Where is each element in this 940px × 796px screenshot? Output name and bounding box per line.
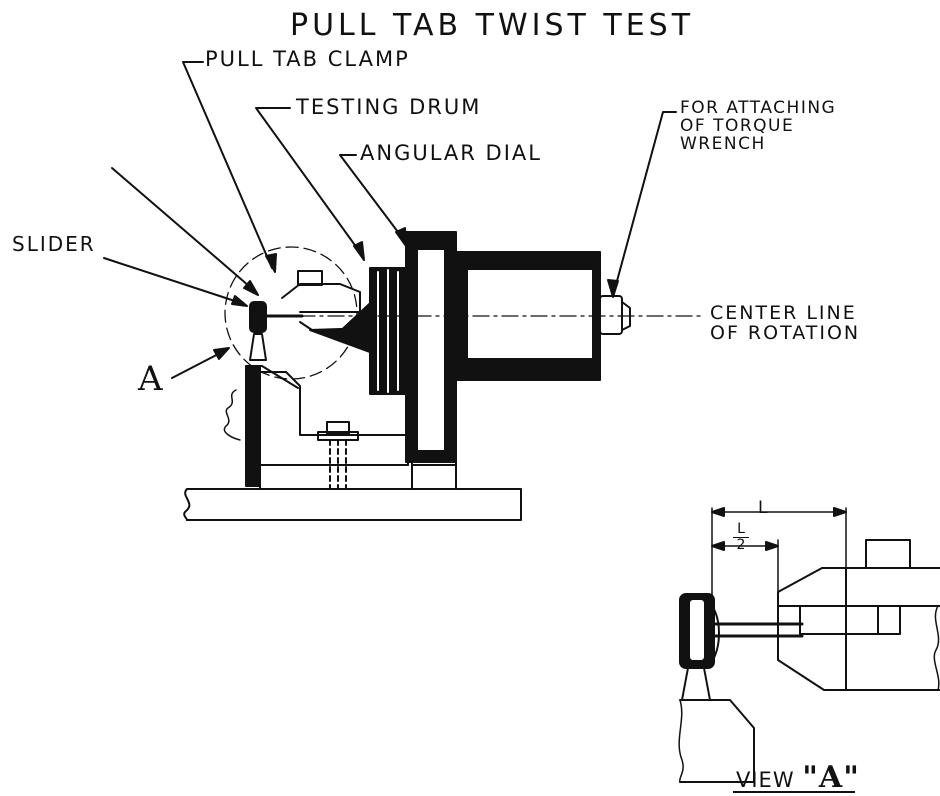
label-torque-wrench: FOR ATTACHING OF TORQUE WRENCH: [680, 98, 837, 154]
label-torque-line-1: FOR ATTACHING: [680, 98, 837, 118]
torque-wrench-adapter: [599, 295, 631, 335]
label-testing-drum: TESTING DRUM: [296, 95, 482, 119]
view-a-detail: [678, 507, 940, 783]
dimension-l: L: [758, 498, 768, 518]
base-plate: [183, 488, 522, 521]
label-torque-line-2: OF TORQUE: [680, 115, 795, 136]
label-angular-dial: ANGULAR DIAL: [360, 141, 542, 165]
label-pull-tab-clamp: PULL TAB CLAMP: [205, 47, 410, 71]
leader-lines: [103, 61, 677, 379]
diagram-title: PULL TAB TWIST TEST: [290, 8, 695, 43]
detail-marker-a: A: [138, 359, 163, 399]
label-slider: SLIDER: [12, 232, 96, 256]
dimension-half-l: L 2: [733, 522, 749, 552]
slider-and-tab: [249, 301, 304, 361]
dimension-half-num: L: [733, 522, 749, 538]
angular-dial: [405, 231, 457, 463]
view-caption-underline: [733, 791, 855, 793]
dimension-half-den: 2: [736, 536, 746, 553]
label-center-line: CENTER LINE OF ROTATION: [710, 302, 861, 344]
label-center-line-2: OF ROTATION: [710, 321, 861, 344]
slider-holder-post: [245, 365, 261, 487]
view-caption-text: VIEW: [736, 768, 795, 792]
testing-drum: [369, 267, 409, 395]
bracket-bolt: [317, 421, 359, 490]
view-a-caption: VIEW "A": [736, 762, 860, 794]
label-torque-line-3: WRENCH: [680, 133, 766, 154]
label-center-line-1: CENTER LINE: [710, 302, 857, 324]
view-caption-letter: "A": [802, 760, 860, 795]
pull-tab-clamp: [281, 270, 373, 353]
